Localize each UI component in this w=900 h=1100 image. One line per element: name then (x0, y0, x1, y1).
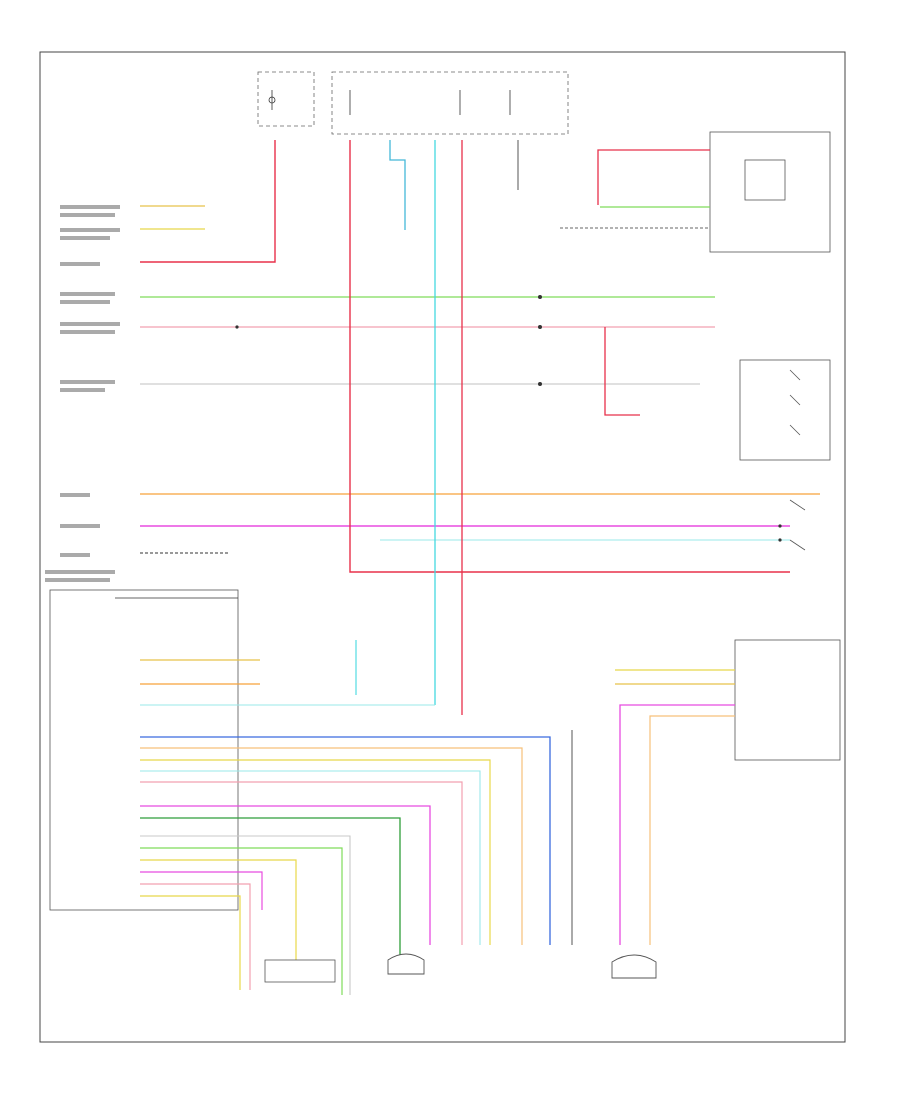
transmission-range-box (734, 639, 841, 761)
vehicle-speed-sensor (387, 953, 425, 975)
cruise-control-module-box (49, 589, 239, 911)
wire-mod-magenta (140, 805, 431, 945)
wire-mod-yellow-3 (140, 859, 297, 960)
wire-mod-orange-2 (140, 747, 523, 945)
cruise-switch-box (739, 359, 831, 461)
wire-mod-yellow-2 (140, 759, 491, 945)
left-labels (45, 205, 120, 582)
connector-dots (235, 295, 782, 542)
wire-mod-green-2 (140, 847, 343, 995)
wire-mod-blue (140, 736, 551, 945)
wire-mod-pink-2 (140, 883, 251, 990)
wire-mod-pink (140, 781, 463, 945)
relay-box-right (709, 131, 831, 253)
wire-teal-short (389, 140, 406, 230)
wire-red-right (597, 149, 710, 205)
wire-mod-cyan (140, 770, 481, 945)
wire-red-lower (349, 140, 790, 573)
fuse-block-left (257, 71, 315, 127)
wire-mod-gray (140, 835, 351, 995)
wire-trans-orange (649, 715, 735, 945)
wire-mod-magenta-2 (140, 871, 263, 910)
throttle-sensor (264, 959, 336, 983)
wire-red-feed (140, 140, 276, 263)
wire-trans-magenta (619, 704, 735, 945)
output-speed-sensor (611, 954, 657, 979)
underhood-fuse-block (331, 71, 569, 135)
wire-mod-yellow-4 (140, 895, 241, 990)
diagram-frame (39, 51, 846, 1043)
cruise-switch-contacts (789, 369, 806, 551)
wire-mod-green (140, 817, 401, 955)
wire-red-brake (604, 327, 640, 416)
